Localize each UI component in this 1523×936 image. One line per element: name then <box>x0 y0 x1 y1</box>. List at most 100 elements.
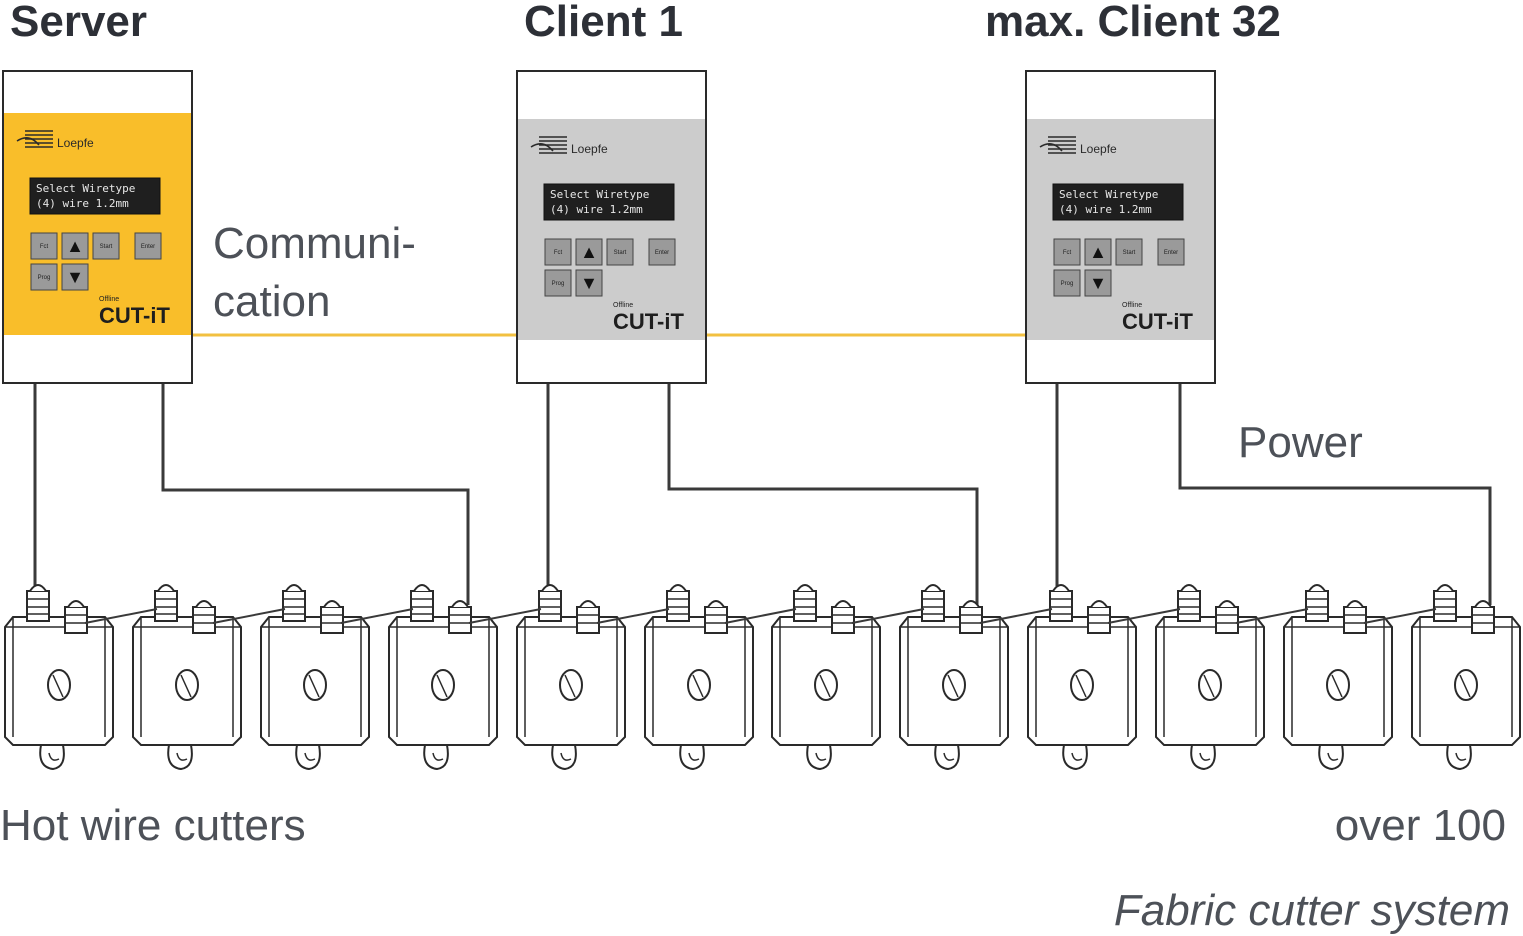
communication-label-line1: Communi- <box>213 219 416 268</box>
lcd-line-1: Select Wiretype <box>550 188 649 201</box>
cutter-link-wire <box>851 608 925 624</box>
cutter-link-wire <box>468 608 542 624</box>
brand-name: Loepfe <box>571 142 608 156</box>
fct-key-label: Fct <box>1063 250 1072 256</box>
up-arrow-key <box>575 238 603 266</box>
cutter-link-wire <box>1107 608 1181 624</box>
brand-name: Loepfe <box>57 136 94 150</box>
hot-wire-cutter <box>1283 584 1393 770</box>
brand-name: Loepfe <box>1080 142 1117 156</box>
hot-wire-cutter <box>771 584 881 770</box>
hot-wire-cutter <box>899 584 1009 770</box>
power-cable <box>667 383 979 605</box>
power-cable <box>1178 383 1492 605</box>
down-arrow-key <box>61 263 89 291</box>
lcd-line-2: (4) wire 1.2mm <box>36 197 129 210</box>
cutter-link-wire <box>340 608 414 624</box>
loepfe-logo-icon <box>16 130 53 148</box>
communication-label-line2: cation <box>213 277 330 326</box>
fct-key <box>1053 238 1081 266</box>
enter-key <box>1157 238 1185 266</box>
start-key-label: Start <box>100 244 113 250</box>
enter-key <box>134 232 162 260</box>
hot-wire-cutter <box>1027 584 1137 770</box>
caption: Fabric cutter system <box>1114 886 1510 935</box>
product-logo: CUT-iT <box>99 303 170 328</box>
hot-wire-cutter <box>388 584 498 770</box>
client32-title: max. Client 32 <box>985 0 1281 46</box>
prog-key <box>30 263 58 291</box>
control-panel <box>1027 119 1214 340</box>
cutter-link-wire <box>596 608 670 624</box>
up-arrow-key-label: ▲ <box>66 236 84 256</box>
product-subtitle: Offline <box>613 302 633 309</box>
fct-key-label: Fct <box>40 244 49 250</box>
control-panel <box>518 119 705 340</box>
client1-title: Client 1 <box>524 0 683 46</box>
enter-key-label: Enter <box>1164 250 1178 256</box>
prog-key <box>544 269 572 297</box>
lcd-display <box>29 177 161 215</box>
prog-key-label: Prog <box>38 275 51 281</box>
down-arrow-key-label: ▼ <box>580 273 598 293</box>
down-arrow-key-label: ▼ <box>66 267 84 287</box>
lcd-display <box>1052 183 1184 221</box>
power-lines <box>33 383 1492 605</box>
hot-wire-cutter <box>1411 584 1521 770</box>
cutter-link-wire <box>724 608 797 624</box>
lcd-line-1: Select Wiretype <box>36 182 135 195</box>
hot-wire-cutter <box>1155 584 1265 770</box>
product-subtitle: Offline <box>99 296 119 303</box>
hot-wire-cutters <box>4 584 1521 770</box>
server-title: Server <box>10 0 147 46</box>
power-label: Power <box>1238 418 1363 467</box>
lcd-line-2: (4) wire 1.2mm <box>550 203 643 216</box>
prog-key-label: Prog <box>1061 281 1074 287</box>
down-arrow-key <box>1084 269 1112 297</box>
control-panel <box>4 113 191 335</box>
fct-key-label: Fct <box>554 250 563 256</box>
hot-wire-cutter <box>132 584 242 770</box>
hot-wire-cutter <box>644 584 754 770</box>
hot-wire-cutter <box>4 584 114 770</box>
start-key <box>1115 238 1143 266</box>
cutter-link-wire <box>1235 608 1309 624</box>
lcd-line-1: Select Wiretype <box>1059 188 1158 201</box>
up-arrow-key-label: ▲ <box>580 242 598 262</box>
enter-key-label: Enter <box>141 244 155 250</box>
loepfe-logo-icon <box>1039 136 1076 154</box>
over-100-label: over 100 <box>1335 801 1506 850</box>
prog-key-label: Prog <box>552 281 565 287</box>
loepfe-logo-icon <box>530 136 567 154</box>
cutter-link-wire <box>979 608 1053 624</box>
enter-key-label: Enter <box>655 250 669 256</box>
enter-key <box>648 238 676 266</box>
start-key-label: Start <box>614 250 627 256</box>
power-cable <box>161 383 470 605</box>
cutter-link-wire <box>1363 608 1437 624</box>
down-arrow-key <box>575 269 603 297</box>
up-arrow-key <box>1084 238 1112 266</box>
logo-swoosh <box>530 143 554 152</box>
down-arrow-key-label: ▼ <box>1089 273 1107 293</box>
product-logo: CUT-iT <box>1122 309 1193 334</box>
fct-key <box>30 232 58 260</box>
fct-key <box>544 238 572 266</box>
logo-swoosh <box>16 137 40 146</box>
cutter-link-wire <box>84 608 158 624</box>
prog-key <box>1053 269 1081 297</box>
up-arrow-key <box>61 232 89 260</box>
hot-wire-cutter <box>516 584 626 770</box>
start-key <box>606 238 634 266</box>
lcd-line-2: (4) wire 1.2mm <box>1059 203 1152 216</box>
product-logo: CUT-iT <box>613 309 684 334</box>
cutter-link-wire <box>212 608 286 624</box>
start-key <box>92 232 120 260</box>
start-key-label: Start <box>1123 250 1136 256</box>
logo-swoosh <box>1039 143 1063 152</box>
hot-wire-cutters-label: Hot wire cutters <box>0 801 306 850</box>
hot-wire-cutter <box>260 584 370 770</box>
